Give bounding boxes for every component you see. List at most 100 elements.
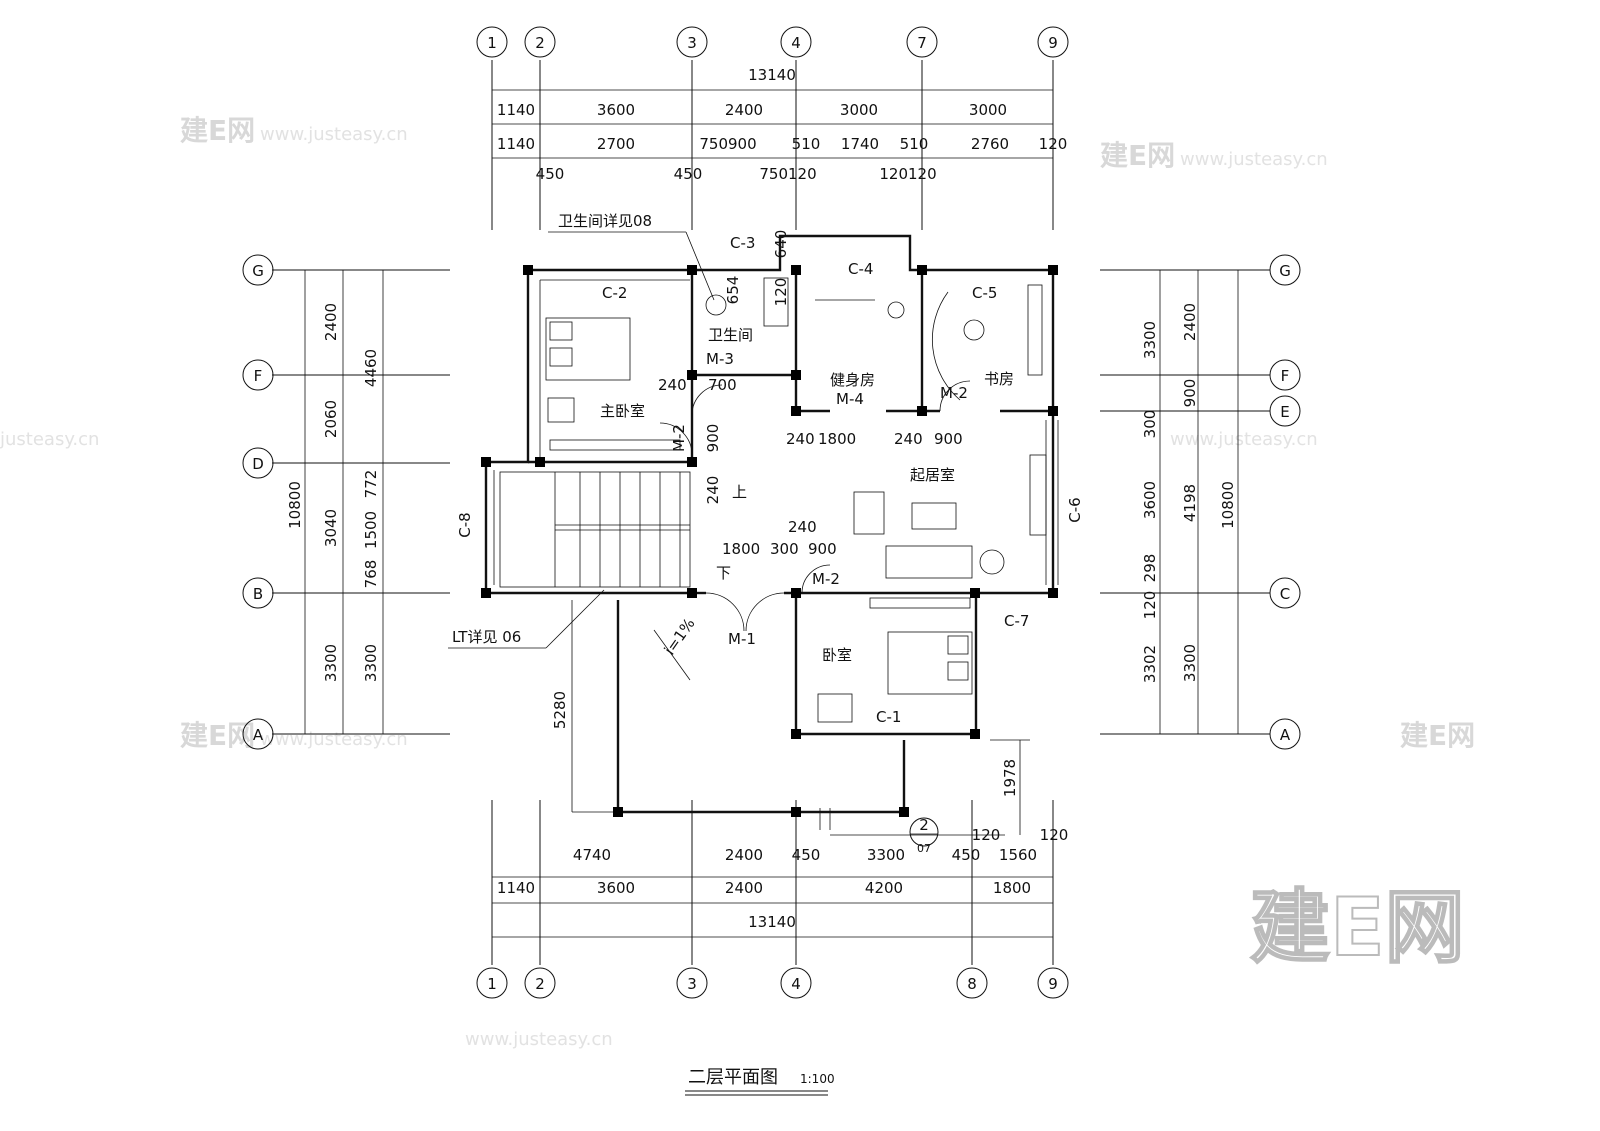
note-stair-detail: LT详见 06 — [452, 628, 521, 646]
svg-text:C: C — [1280, 585, 1290, 603]
window-label: C-3 — [730, 234, 755, 252]
svg-text:240: 240 — [704, 476, 722, 505]
svg-text:10800: 10800 — [1219, 481, 1237, 529]
watermark-url: www.justeasy.cn — [260, 124, 408, 145]
svg-text:300: 300 — [770, 540, 799, 558]
svg-text:10800: 10800 — [286, 481, 304, 529]
svg-text:1140: 1140 — [497, 101, 535, 119]
svg-text:B: B — [253, 585, 263, 603]
room-bedroom: 卧室 — [822, 646, 852, 664]
svg-text:2400: 2400 — [322, 303, 340, 341]
interior-dimensions: 240 700 240 900 240 1800 240 900 240 180… — [551, 230, 1019, 797]
watermark-logo: 建E网 — [180, 719, 255, 752]
svg-text:120: 120 — [1040, 826, 1069, 844]
bottom-dimensions: 4740 2400 450 3300 450 1560 1140 3600 24… — [497, 826, 1068, 931]
axis-bubbles-bottom: 1 2 3 4 8 9 — [476, 967, 1069, 999]
door-label: M-2 — [940, 384, 968, 402]
axis-bubble-right-F: F — [1269, 359, 1301, 391]
svg-text:450: 450 — [792, 846, 821, 864]
svg-text:2700: 2700 — [597, 135, 635, 153]
svg-text:750900: 750900 — [699, 135, 756, 153]
svg-text:3: 3 — [687, 34, 697, 52]
room-living: 起居室 — [910, 466, 955, 484]
walls — [484, 234, 1059, 836]
room-study: 书房 — [984, 370, 1014, 388]
svg-text:4: 4 — [791, 975, 801, 993]
svg-text:1140: 1140 — [497, 135, 535, 153]
svg-text:240: 240 — [788, 518, 817, 536]
svg-text:1: 1 — [487, 975, 497, 993]
right-dimensions: 3300 2400 900 300 3600 298 120 3302 4198… — [1141, 303, 1237, 683]
svg-text:2060: 2060 — [322, 400, 340, 438]
svg-text:120: 120 — [772, 278, 790, 307]
svg-text:3600: 3600 — [597, 879, 635, 897]
axis-bubble-bottom-1: 1 — [476, 967, 508, 999]
svg-text:772: 772 — [362, 470, 380, 499]
watermark-logo: 建E网 — [1400, 719, 1475, 752]
furniture — [545, 277, 1047, 723]
title-text: 二层平面图 — [688, 1067, 778, 1088]
watermark-url: www.justeasy.cn — [260, 729, 408, 750]
svg-text:240: 240 — [894, 430, 923, 448]
svg-text:D: D — [252, 455, 264, 473]
axis-bubbles-top: 1 2 3 4 7 9 — [476, 26, 1069, 58]
watermark-url: justeasy.cn — [0, 429, 99, 450]
svg-text:240: 240 — [786, 430, 815, 448]
note-slope: i=1% — [661, 615, 699, 659]
svg-text:7: 7 — [917, 34, 927, 52]
door-label: M-2 — [812, 570, 840, 588]
axis-bubble-top-1: 1 — [476, 26, 508, 58]
window-labels: C-2 C-3 C-4 C-5 C-6 C-7 C-8 C-1 — [456, 234, 1084, 726]
door-label: M-3 — [706, 350, 734, 368]
drawing-title: 二层平面图 1:100 — [685, 1067, 835, 1096]
title-scale: 1:100 — [800, 1072, 835, 1086]
svg-text:120120: 120120 — [879, 165, 936, 183]
window-label: C-8 — [456, 512, 474, 537]
axis-bubble-left-D: D — [242, 447, 274, 479]
svg-text:2: 2 — [535, 34, 545, 52]
svg-text:768: 768 — [362, 560, 380, 589]
svg-text:640: 640 — [772, 230, 790, 259]
watermark-logo: 建E网 — [180, 114, 255, 147]
svg-text:E: E — [1280, 403, 1289, 421]
door-labels: M-1 M-2 M-2 M-2 M-3 M-4 — [670, 350, 968, 648]
room-bathroom: 卫生间 — [708, 326, 753, 344]
room-master-bedroom: 主卧室 — [600, 402, 645, 420]
svg-text:3300: 3300 — [867, 846, 905, 864]
svg-text:510: 510 — [792, 135, 821, 153]
door-label: M-2 — [670, 424, 688, 452]
section-ref-sheet: 07 — [917, 842, 931, 855]
svg-text:900: 900 — [704, 424, 722, 453]
axis-bubble-top-7: 7 — [906, 26, 938, 58]
svg-text:900: 900 — [934, 430, 963, 448]
svg-text:2760: 2760 — [971, 135, 1009, 153]
left-dimensions: 10800 2400 2060 3040 3300 4460 772 1500 … — [286, 303, 380, 682]
axis-bubble-left-B: B — [242, 577, 274, 609]
axis-bubble-bottom-3: 3 — [676, 967, 708, 999]
axis-bubble-top-9: 9 — [1037, 26, 1069, 58]
svg-text:3300: 3300 — [1181, 644, 1199, 682]
svg-text:3040: 3040 — [322, 509, 340, 547]
axis-bubble-right-C: C — [1269, 577, 1301, 609]
axis-bubble-left-G: G — [242, 254, 274, 286]
svg-text:1800: 1800 — [818, 430, 856, 448]
svg-text:1: 1 — [487, 34, 497, 52]
note-stair-down: 下 — [716, 564, 731, 582]
svg-text:A: A — [1280, 726, 1291, 744]
axis-bubble-right-E: E — [1269, 395, 1301, 427]
door-label: M-1 — [728, 630, 756, 648]
section-ref-num: 2 — [919, 816, 929, 834]
svg-text:2400: 2400 — [725, 101, 763, 119]
svg-text:3300: 3300 — [1141, 321, 1159, 359]
svg-text:4198: 4198 — [1181, 484, 1199, 522]
svg-text:1500: 1500 — [362, 511, 380, 549]
svg-text:450: 450 — [674, 165, 703, 183]
axis-bubble-top-4: 4 — [780, 26, 812, 58]
svg-text:1140: 1140 — [497, 879, 535, 897]
note-bath-detail: 卫生间详见08 — [558, 212, 652, 230]
axis-bubbles-right: G F E C A — [1269, 254, 1301, 750]
room-labels: 主卧室 卫生间 健身房 书房 起居室 卧室 — [600, 326, 1014, 664]
svg-text:750120: 750120 — [759, 165, 816, 183]
svg-text:4740: 4740 — [573, 846, 611, 864]
